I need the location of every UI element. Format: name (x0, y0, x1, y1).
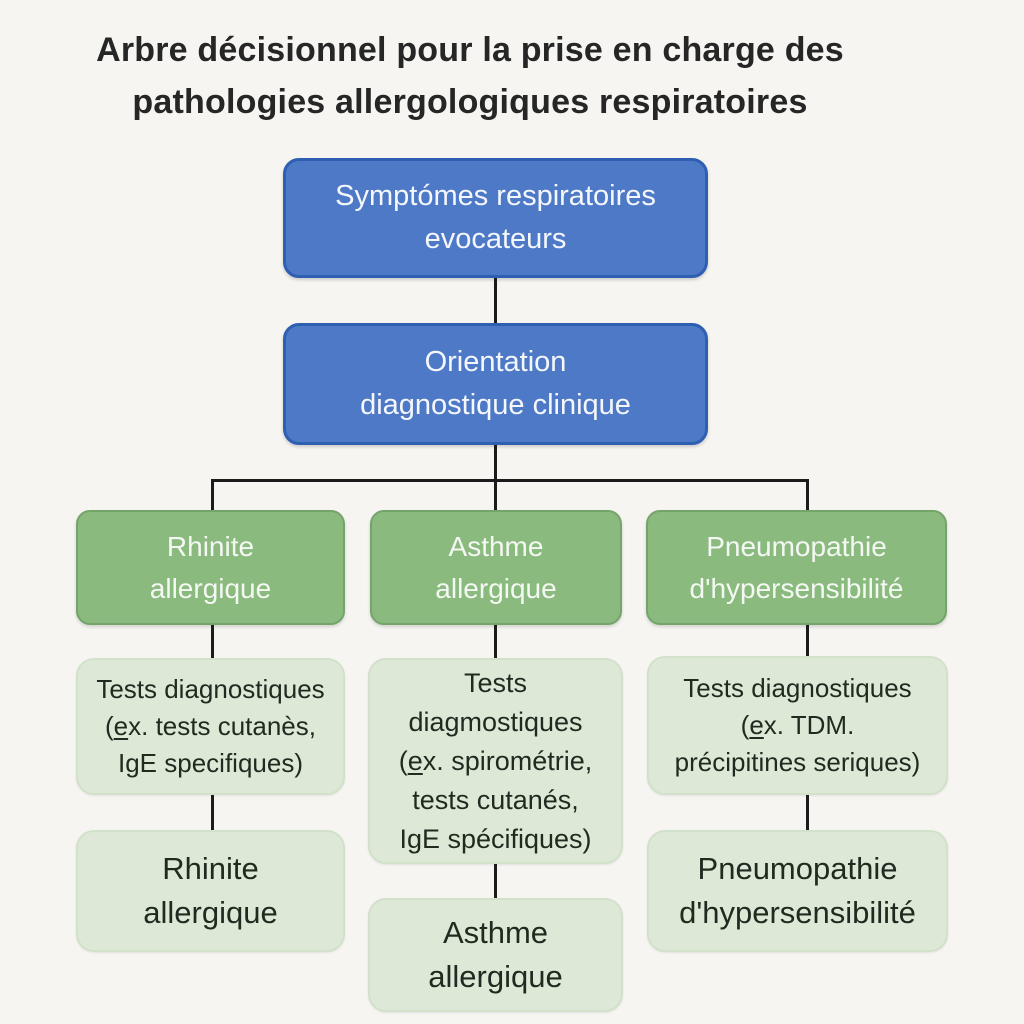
connector-branch-rhinite (211, 479, 214, 510)
connector-asthme-tests (494, 625, 497, 658)
connector-tests-outcome-asthme (494, 864, 497, 898)
node-tests-rhinite-label: Tests diagnostiques (ex. tests cutanès, … (96, 674, 325, 778)
node-tests-asthme: Tests diagmostiques (ex. spirométrie, te… (368, 658, 623, 864)
connector-tests-outcome-pneumopathie (806, 795, 809, 830)
connector-pneumopathie-tests (806, 625, 809, 656)
node-pneumopathie-hypersensibilite: Pneumopathie d'hypersensibilité (646, 510, 947, 625)
node-asthme-allergique: Asthme allergique (370, 510, 622, 625)
node-rhinite-allergique: Rhinite allergique (76, 510, 345, 625)
node-symptoms-respiratoires: Symptómes respiratoires evocateurs (283, 158, 708, 278)
node-tests-pneumopathie-label: Tests diagnostiques (ex. TDM. précipitin… (674, 673, 921, 777)
node-outcome-rhinite: Rhinite allergique (76, 830, 345, 952)
node-tests-pneumopathie: Tests diagnostiques (ex. TDM. précipitin… (647, 656, 948, 795)
connector-branch-pneumopathie (806, 479, 809, 510)
connector-rhinite-tests (211, 625, 214, 658)
node-orientation-label: Orientation diagnostique clinique (360, 346, 631, 421)
diagram-title: Arbre décisionnel pour la prise en charg… (96, 31, 844, 121)
node-rhinite-label: Rhinite allergique (149, 530, 272, 604)
node-tests-asthme-label: Tests diagmostiques (ex. spirométrie, te… (398, 667, 593, 854)
connector-symptoms-orientation (494, 278, 497, 323)
node-orientation-diagnostique: Orientation diagnostique clinique (283, 323, 708, 445)
node-asthme-label: Asthme allergique (435, 530, 557, 604)
node-outcome-asthme-label: Asthme allergique (428, 915, 563, 994)
connector-orientation-branch (494, 445, 497, 510)
node-symptoms-label: Symptómes respiratoires evocateurs (335, 180, 656, 255)
connector-tests-outcome-rhinite (211, 795, 214, 830)
node-outcome-rhinite-label: Rhinite allergique (143, 851, 278, 930)
node-outcome-pneumopathie-label: Pneumopathie d'hypersensibilité (679, 851, 916, 930)
node-outcome-pneumopathie: Pneumopathie d'hypersensibilité (647, 830, 948, 952)
node-pneumopathie-label: Pneumopathie d'hypersensibilité (689, 530, 904, 604)
node-tests-rhinite: Tests diagnostiques (ex. tests cutanès, … (76, 658, 345, 795)
node-outcome-asthme: Asthme allergique (368, 898, 623, 1012)
connector-branch-horizontal (211, 479, 809, 482)
